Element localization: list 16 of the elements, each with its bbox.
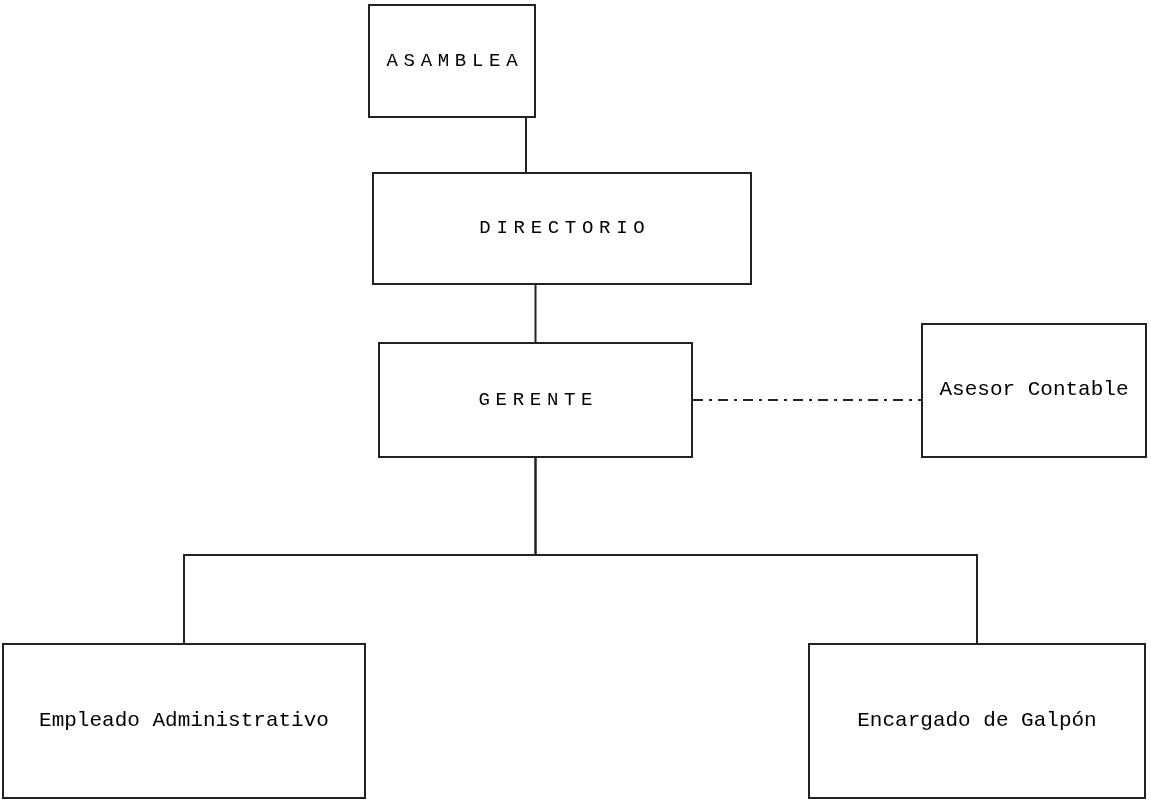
connector-line (525, 117, 527, 173)
connector-line (534, 284, 537, 343)
org-box (921, 323, 1147, 458)
box-label: Empleado Administrativo (38, 707, 330, 734)
connector-line (534, 457, 978, 644)
org-box (368, 4, 536, 118)
org-box (2, 643, 366, 799)
org-box (372, 172, 752, 285)
connector-line (692, 399, 922, 401)
box-label: DIRECTORIO (478, 216, 651, 242)
box-label: Encargado de Galpón (856, 707, 1098, 734)
box-label: ASAMBLEA (385, 48, 524, 74)
org-box (808, 643, 1146, 799)
org-box (378, 342, 693, 458)
box-label: GERENTE (477, 387, 599, 413)
box-label: Asesor Contable (938, 377, 1130, 404)
